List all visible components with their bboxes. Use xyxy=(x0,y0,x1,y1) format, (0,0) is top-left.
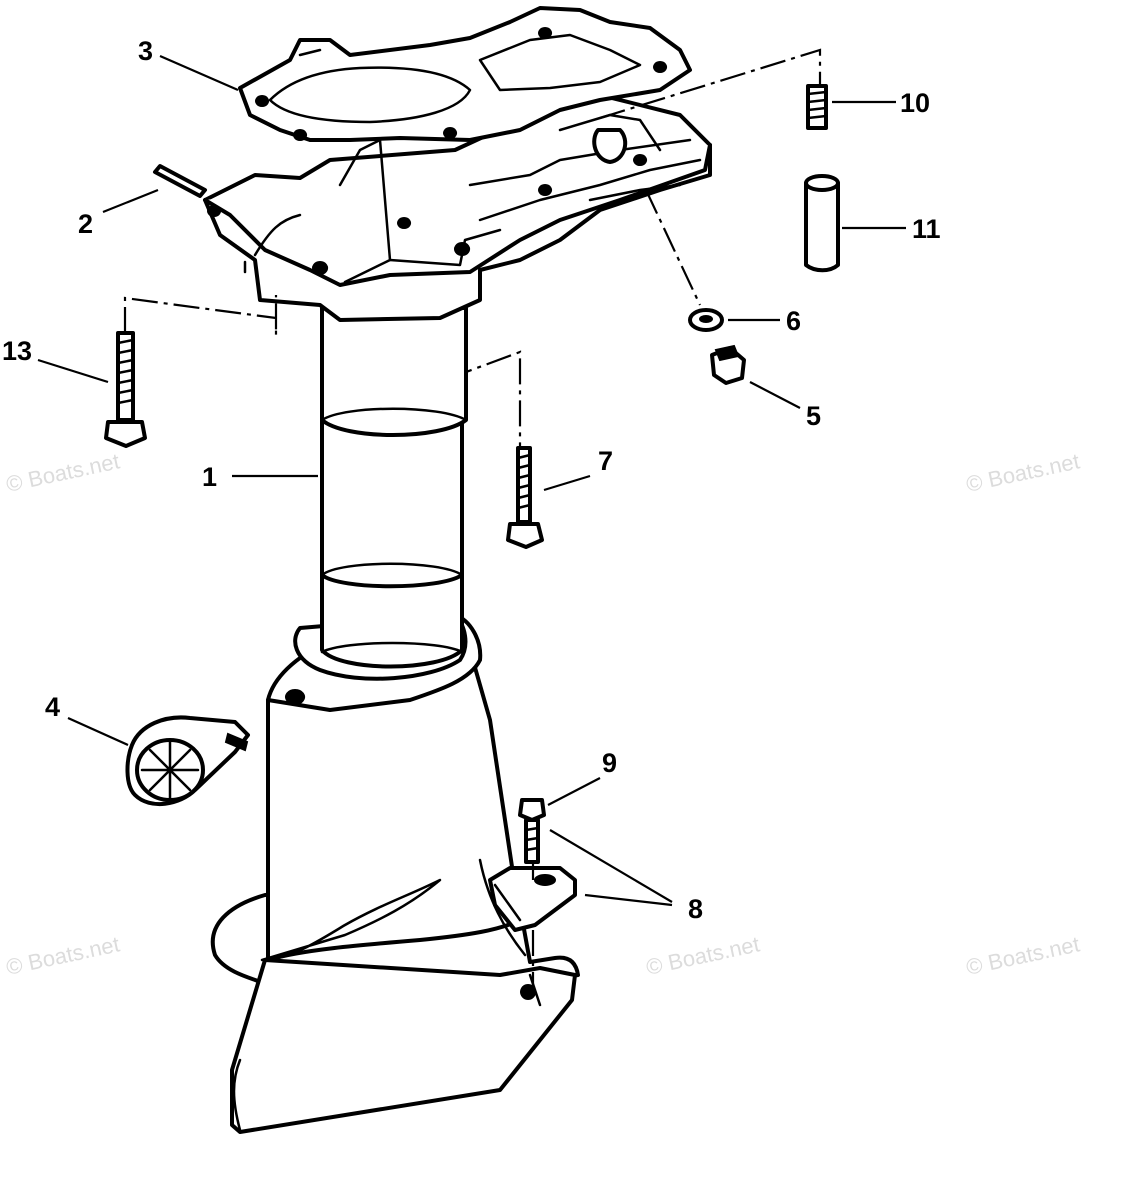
part-2-pin xyxy=(153,164,207,198)
callout-2: 2 xyxy=(78,209,93,239)
part-4-cover xyxy=(125,715,250,807)
watermark: © Boats.net xyxy=(644,931,762,979)
part-5-plug xyxy=(710,344,746,385)
callout-5: 5 xyxy=(806,401,821,431)
part-6-washer xyxy=(688,308,724,332)
callout-1: 1 xyxy=(202,462,217,492)
watermark: © Boats.net xyxy=(964,931,1082,979)
part-1-exhaust-housing xyxy=(210,306,580,1134)
part-11-dowel xyxy=(804,174,840,273)
watermark: © Boats.net xyxy=(4,931,122,979)
assembly-lines xyxy=(123,48,822,985)
callout-7: 7 xyxy=(598,446,613,476)
callout-3: 3 xyxy=(138,36,153,66)
part-7-screw xyxy=(506,446,544,549)
callout-6: 6 xyxy=(786,306,801,336)
callout-13: 13 xyxy=(2,336,32,366)
adapter-plate xyxy=(203,93,712,322)
part-8-anode xyxy=(488,866,577,932)
callout-10: 10 xyxy=(900,88,930,118)
callouts: 3 2 13 1 4 7 5 6 10 11 9 8 xyxy=(2,36,941,924)
watermark: © Boats.net xyxy=(964,448,1082,496)
part-10-stud xyxy=(806,84,828,130)
part-9-screw xyxy=(518,798,546,864)
callout-4: 4 xyxy=(45,692,60,722)
leader-lines xyxy=(37,54,906,907)
part-13-screw xyxy=(104,331,147,448)
callout-8: 8 xyxy=(688,894,703,924)
part-3-gasket xyxy=(238,6,692,142)
watermark: © Boats.net xyxy=(4,448,122,496)
callout-11: 11 xyxy=(912,214,941,244)
callout-9: 9 xyxy=(602,748,617,778)
